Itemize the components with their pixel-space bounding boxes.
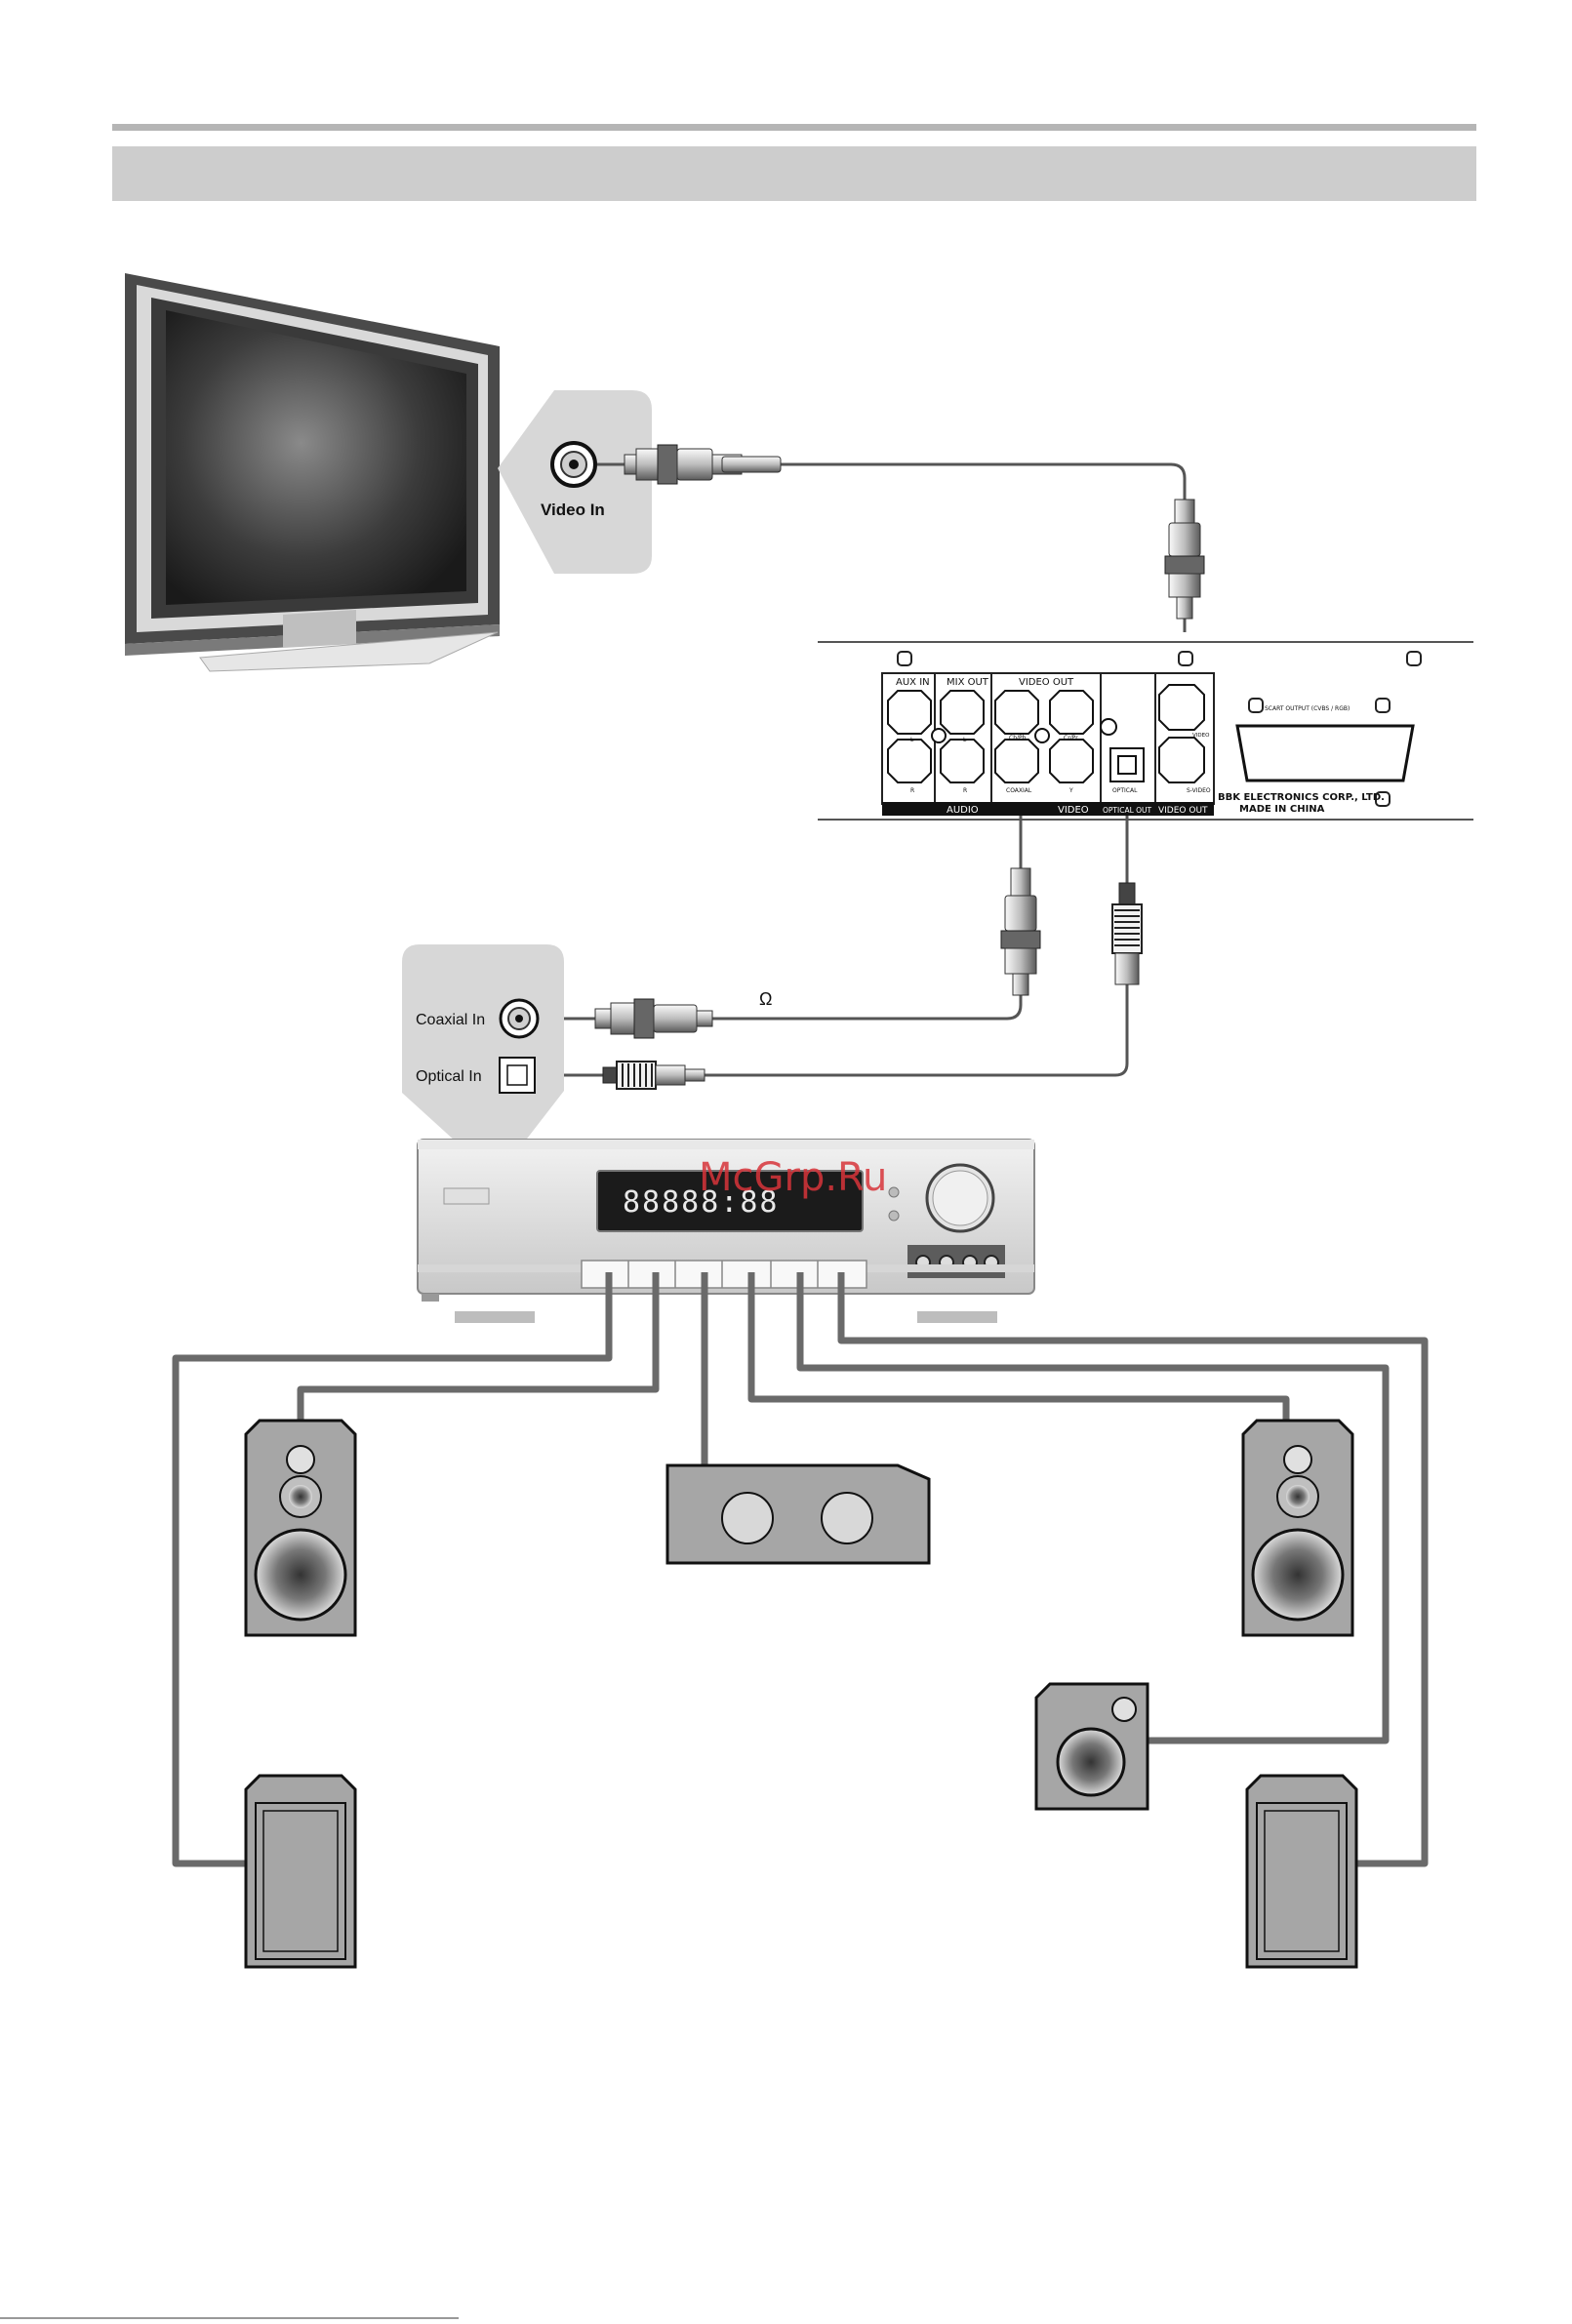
impedance-symbol: Ω bbox=[759, 989, 772, 1009]
scart-connector bbox=[1237, 726, 1413, 781]
video-out-top-label: VIDEO OUT bbox=[1019, 677, 1074, 688]
aux-in-label: AUX IN bbox=[896, 677, 930, 688]
aux-in-r-jack bbox=[888, 740, 931, 782]
dvd-rear-panel: AUDIO VIDEO OPTICAL OUT VIDEO OUT AUX IN… bbox=[818, 642, 1473, 820]
coaxial-plug-receiver-side bbox=[595, 999, 712, 1038]
video-port-label: VIDEO bbox=[1192, 733, 1210, 739]
coaxial-cable bbox=[708, 808, 1021, 1019]
coaxial-jack bbox=[995, 740, 1038, 782]
group-video-out-label: VIDEO OUT bbox=[1158, 806, 1208, 816]
rca-plug-dvd-side bbox=[1165, 500, 1204, 619]
front-left-speaker bbox=[246, 1421, 355, 1635]
coaxial-plug-dvd-side bbox=[1001, 868, 1040, 995]
coaxial-port-label: COAXIAL bbox=[1006, 787, 1032, 794]
rca-plug-tv-side bbox=[625, 445, 798, 484]
optical-plug-dvd-side bbox=[1112, 883, 1142, 984]
coaxial-in-label: Coaxial In bbox=[416, 1012, 485, 1028]
rear-left-speaker bbox=[246, 1776, 355, 1967]
header-band bbox=[112, 146, 1476, 201]
cr-pr-label: Cr/Pr bbox=[1064, 735, 1078, 741]
mix-out-l-jack bbox=[941, 691, 984, 734]
maker-line1: BBK ELECTRONICS CORP., LTD. bbox=[1218, 792, 1385, 803]
center-speaker bbox=[667, 1465, 929, 1563]
s-video-port-label: S-VIDEO bbox=[1187, 787, 1211, 794]
optical-port-label: OPTICAL bbox=[1112, 787, 1138, 794]
mix-r-label: R bbox=[963, 787, 967, 794]
optical-plug-receiver-side bbox=[603, 1062, 705, 1089]
optical-cable bbox=[705, 808, 1127, 1075]
wire-rear-left bbox=[176, 1272, 609, 1863]
aux-in-l-jack bbox=[888, 691, 931, 734]
video-in-label: Video In bbox=[541, 501, 605, 519]
cb-pb-label: Cb/Pb bbox=[1009, 735, 1027, 741]
maker-line2: MADE IN CHINA bbox=[1239, 804, 1325, 815]
speaker-wires bbox=[176, 1272, 1425, 1863]
aux-r-label: R bbox=[910, 787, 914, 794]
receiver-inputs-callout: Coaxial In Optical In bbox=[402, 944, 564, 1151]
optical-in-label: Optical In bbox=[416, 1068, 482, 1085]
video-jack bbox=[1159, 685, 1204, 730]
header-rule bbox=[112, 124, 1476, 131]
group-video-label: VIDEO bbox=[1058, 805, 1089, 816]
tv-jack-callout: Video In bbox=[498, 390, 652, 574]
front-right-speaker bbox=[1243, 1421, 1352, 1635]
y-jack bbox=[1050, 740, 1093, 782]
mix-out-r-jack bbox=[941, 740, 984, 782]
scart-output-label: SCART OUTPUT (CVBS / RGB) bbox=[1265, 705, 1350, 712]
watermark: McGrp.Ru bbox=[699, 1155, 887, 1200]
cb-pb-jack bbox=[995, 691, 1038, 734]
rear-right-speaker bbox=[1247, 1776, 1356, 1967]
group-audio-label: AUDIO bbox=[947, 805, 979, 816]
y-port-label: Y bbox=[1068, 787, 1073, 794]
s-video-jack bbox=[1159, 738, 1204, 782]
flat-tv bbox=[125, 273, 500, 671]
mix-out-label: MIX OUT bbox=[947, 677, 989, 688]
group-optical-out-label: OPTICAL OUT bbox=[1103, 806, 1152, 815]
cr-pr-jack bbox=[1050, 691, 1093, 734]
subwoofer bbox=[1036, 1684, 1148, 1809]
